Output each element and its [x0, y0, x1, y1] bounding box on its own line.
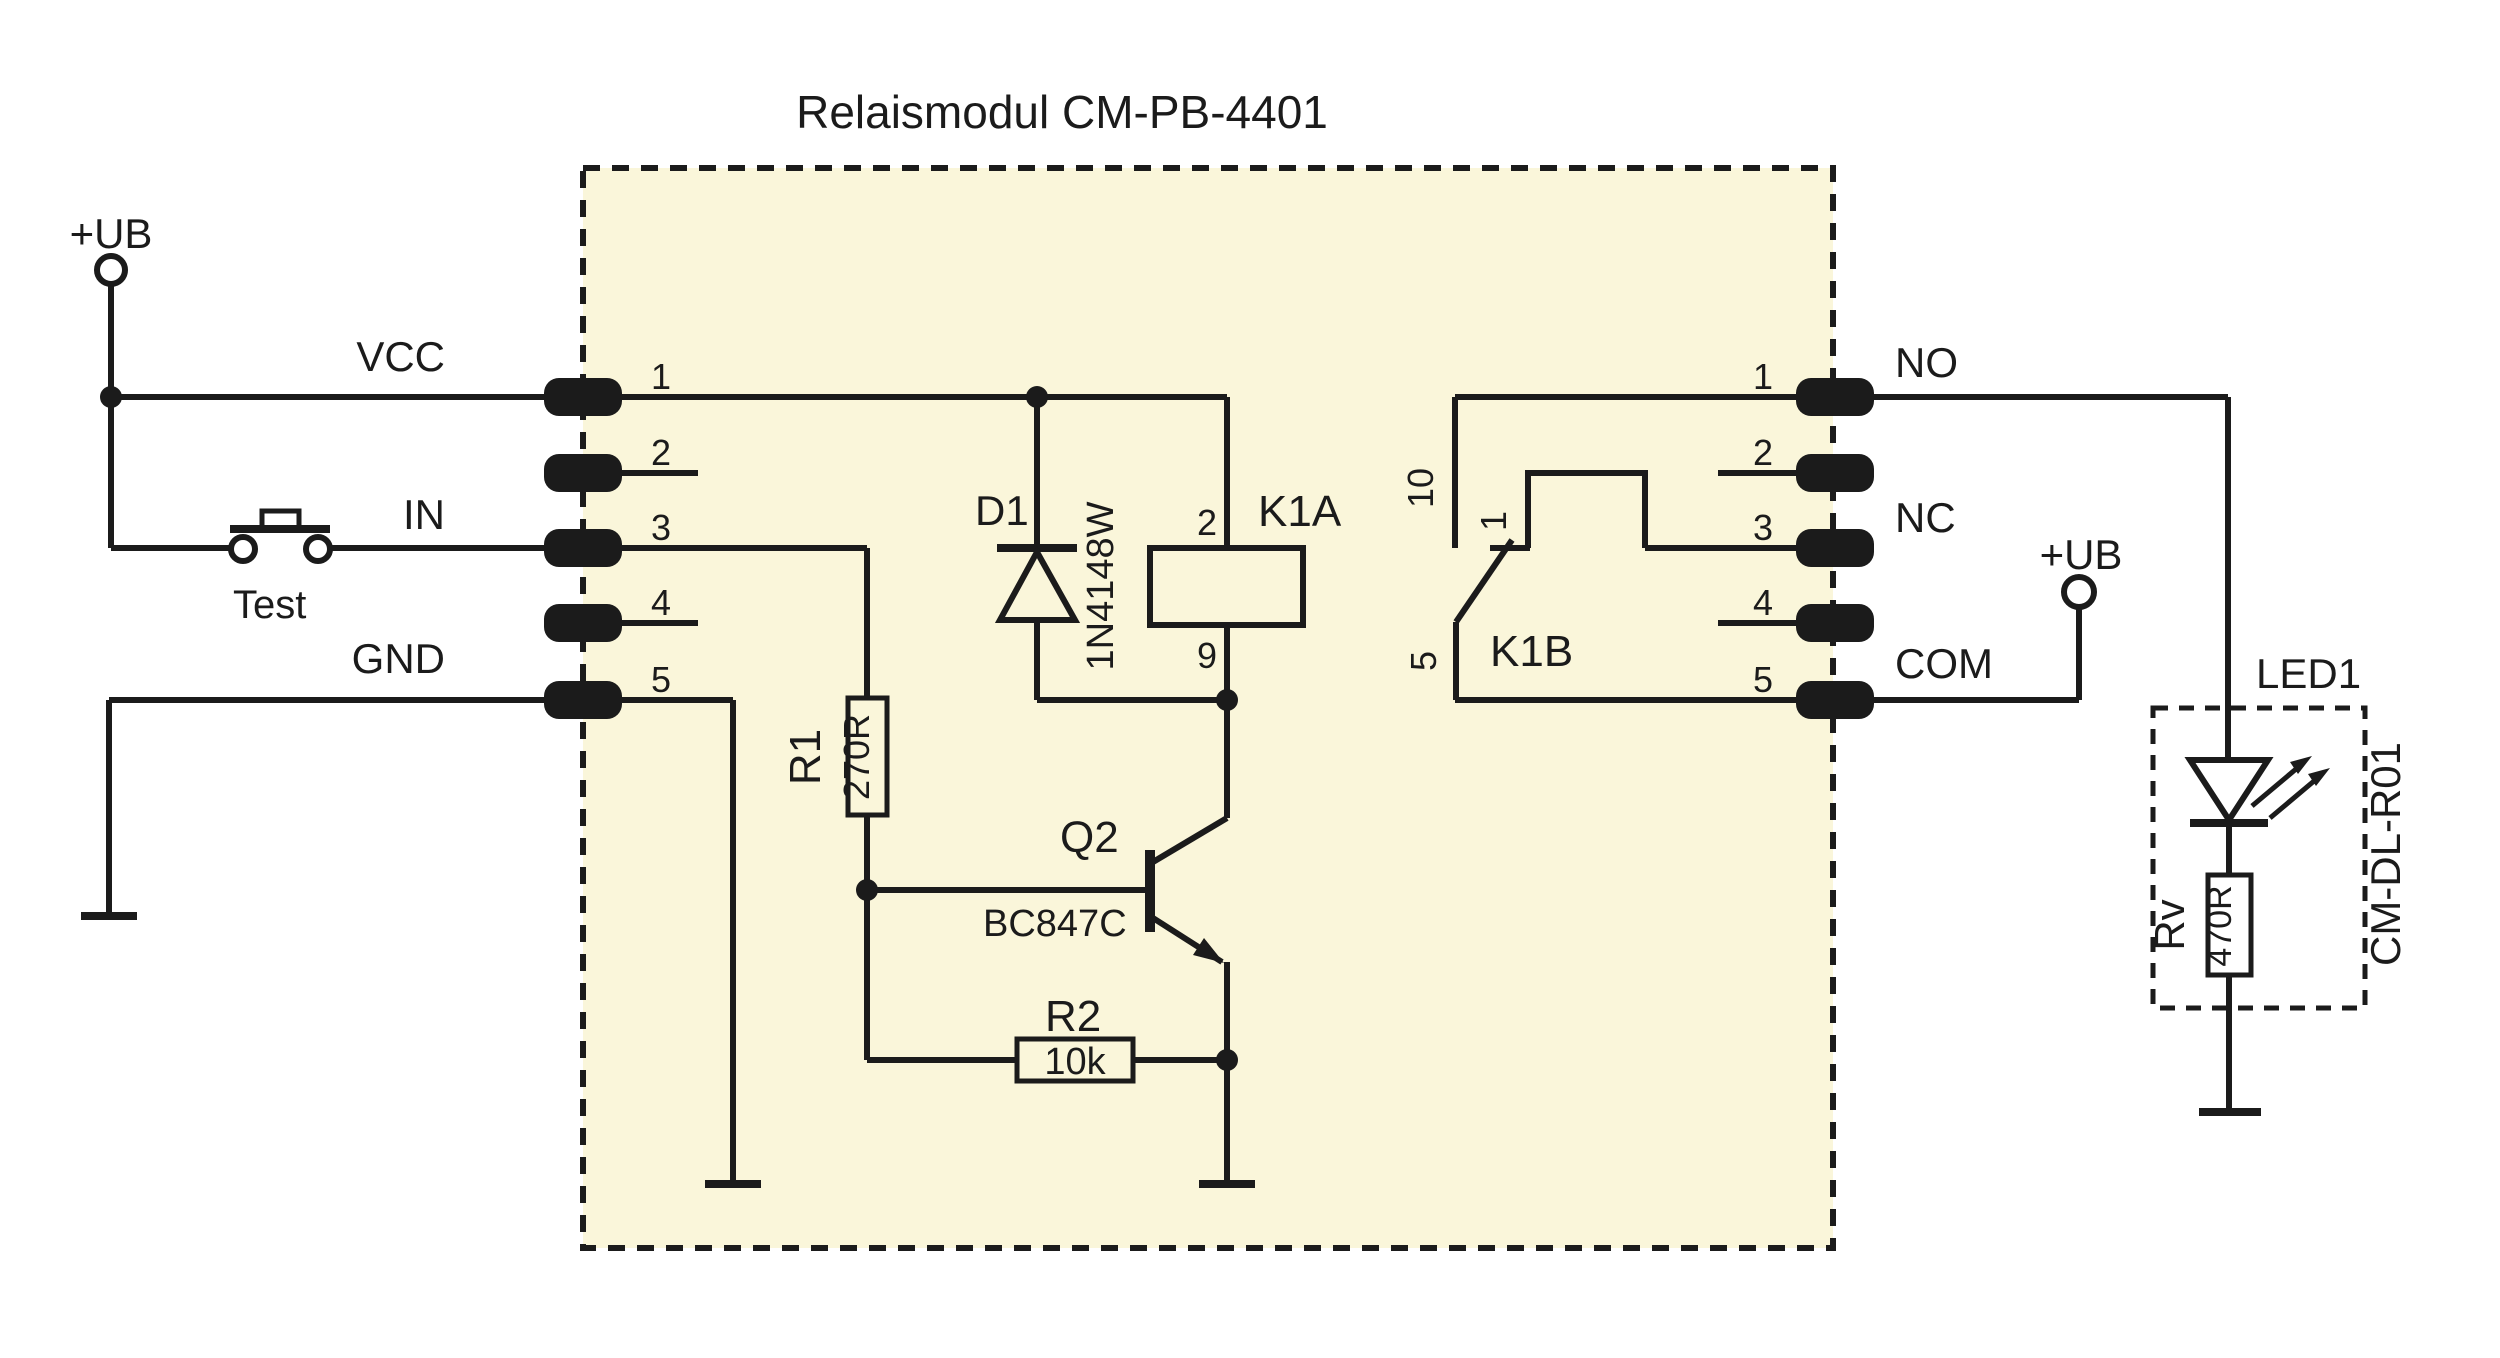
in-branch [583, 545, 870, 698]
d1-ref-label: D1 [975, 487, 1029, 534]
led-emission-arrow-2 [2268, 774, 2322, 820]
led1-ref-label: LED1 [2256, 650, 2361, 697]
diode-d1: D1 1N4148W [975, 397, 1227, 703]
pin-right-number-1: 1 [1753, 356, 1773, 397]
led1-outline [2150, 705, 2368, 1011]
k1b-ref-label: K1B [1490, 627, 1573, 676]
pin-right-4 [1796, 604, 1874, 642]
r1-ref-label: R1 [781, 729, 830, 785]
k1a-pin-bottom-label: 9 [1197, 635, 1217, 676]
led-module-led1: LED1 Rv 470R CM-DL-R01 [2146, 650, 2409, 1116]
supply-terminal-circle-left [94, 253, 128, 287]
led-arrowhead-2 [2308, 768, 2330, 786]
resistor-r1: R1 270R [781, 695, 890, 1060]
pin-right-3 [1796, 529, 1874, 567]
led-arrowhead-1 [2290, 756, 2312, 774]
pin-left-1 [544, 378, 622, 416]
k1a-ref-label: K1A [1258, 487, 1342, 536]
test-button: Test [111, 508, 583, 627]
port-label-no: NO [1895, 339, 1958, 386]
k1b-com-pin-label: 5 [1403, 651, 1444, 671]
pin-left-4 [544, 604, 622, 642]
left-supply-terminal: +UB [70, 210, 583, 548]
k1b-nc-step [1525, 470, 1648, 548]
r2-ref-label: R2 [1045, 992, 1101, 1041]
test-label: Test [233, 583, 306, 627]
supply-terminal-circle-right [2061, 574, 2097, 610]
port-label-in: IN [403, 491, 445, 538]
d1-part-label: 1N4148W [1080, 501, 1122, 670]
pin-right-number-3: 3 [1753, 507, 1773, 548]
resistor-r2: R2 10k [867, 992, 1255, 1188]
pin-right-1 [1796, 378, 1874, 416]
page-title: Relaismodul CM-PB-4401 [796, 86, 1328, 138]
pin-left-3 [544, 529, 622, 567]
pin-left-number-3: 3 [651, 507, 671, 548]
port-label-vcc: VCC [356, 333, 445, 380]
port-label-nc: NC [1895, 494, 1956, 541]
pin-left-5 [544, 681, 622, 719]
q2-part-label: BC847C [983, 903, 1127, 945]
test-terminal-right [303, 534, 333, 564]
right-pin-row: 1 2 3 4 5 [1753, 356, 1874, 719]
pin-left-number-4: 4 [651, 582, 671, 623]
pin-right-5 [1796, 681, 1874, 719]
test-terminal-left [228, 534, 258, 564]
q2-ref-label: Q2 [1060, 813, 1119, 862]
k1a-pin-top-label: 2 [1197, 502, 1217, 543]
k1b-nc-pin-label: 1 [1473, 511, 1514, 531]
k1b-no-pin-label: 10 [1400, 468, 1441, 508]
left-pin-row: 1 2 3 4 5 [544, 356, 671, 719]
rv-value-label: 470R [2201, 885, 2239, 966]
no-branch [1872, 394, 2231, 762]
port-label-gnd: GND [352, 635, 445, 682]
led-emission-arrow-1 [2250, 762, 2304, 808]
pin-left-number-1: 1 [651, 356, 671, 397]
pin-right-number-2: 2 [1753, 432, 1773, 473]
q2-collector-diagonal [1151, 815, 1229, 865]
supply-label-left: +UB [70, 210, 153, 257]
q2-emitter-arrow [1193, 938, 1224, 963]
test-plunger-cap [259, 508, 302, 526]
pin-left-2 [544, 454, 622, 492]
rv-ref-label: Rv [2146, 899, 2193, 950]
port-label-com: COM [1895, 640, 1993, 687]
relay-coil-k1a: 2 K1A 9 [1147, 487, 1342, 711]
transistor-q2: Q2 BC847C [867, 700, 1230, 1060]
supply-label-right: +UB [2040, 531, 2123, 578]
relay-contact-k1b: 10 1 5 K1B [1400, 394, 1796, 703]
r1-value-label: 270R [836, 714, 877, 800]
led1-part-label: CM-DL-R01 [2362, 742, 2409, 966]
k1b-armature [1453, 538, 1515, 624]
pin-right-number-5: 5 [1753, 659, 1773, 700]
vcc-rail [583, 386, 1230, 548]
pin-left-number-5: 5 [651, 659, 671, 700]
relay-module-outline [580, 165, 1836, 1251]
pin-right-2 [1796, 454, 1874, 492]
pin-right-number-4: 4 [1753, 582, 1773, 623]
r2-value-label: 10k [1044, 1041, 1106, 1083]
pin-left-number-2: 2 [651, 432, 671, 473]
led-triangle [2184, 757, 2274, 826]
right-supply-terminal: +UB [1872, 531, 2123, 703]
left-ground-branch [81, 697, 583, 920]
